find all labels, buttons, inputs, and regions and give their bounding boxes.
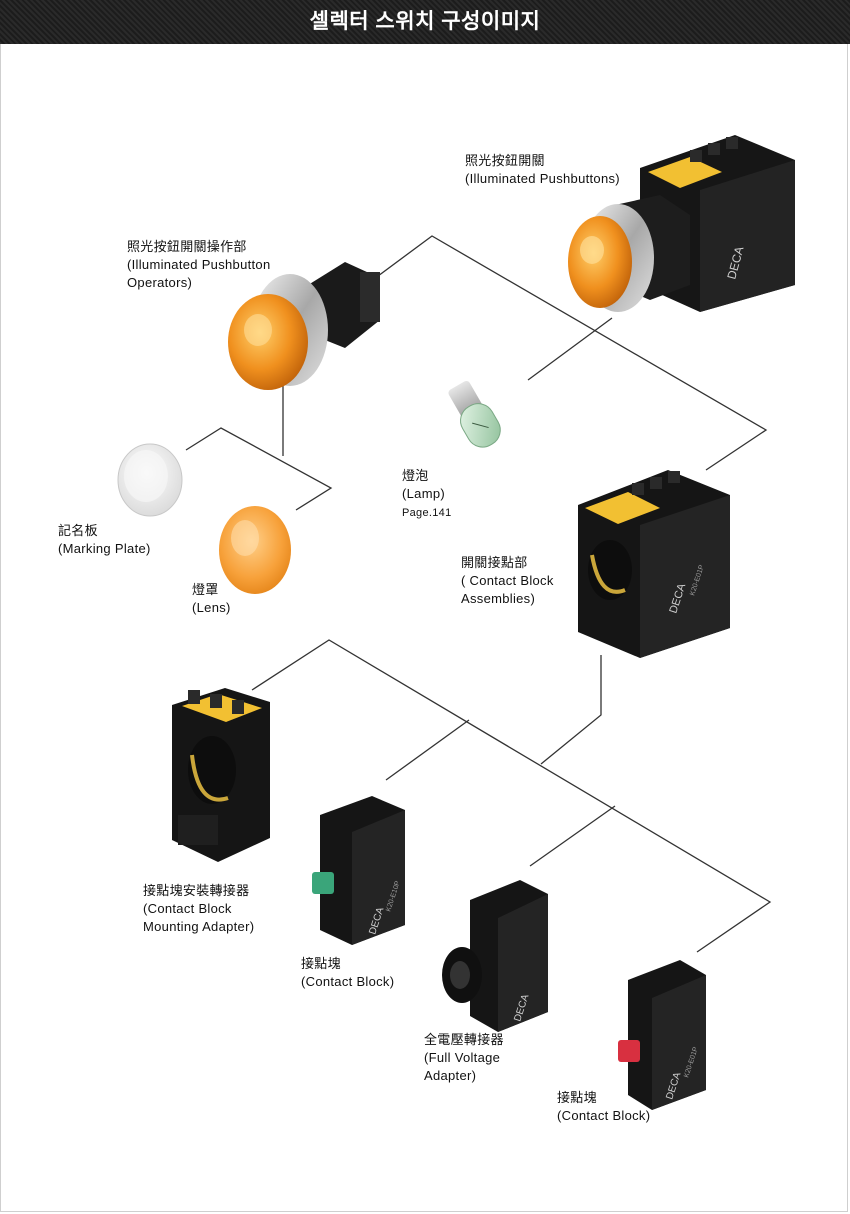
header-bar: 셀렉터 스위치 구성이미지: [0, 0, 850, 44]
label-en-line2: Assemblies): [461, 591, 536, 606]
label-marking-plate: 記名板 (Marking Plate): [58, 522, 151, 558]
contact-block-assembly-image: DECA K20-E01P: [578, 470, 730, 658]
label-zh: 燈罩: [192, 582, 219, 597]
illuminated-pushbutton-image: DECA: [568, 135, 795, 312]
lamp-image: [448, 380, 501, 448]
label-operators: 照光按鈕開關操作部 (Illuminated Pushbutton Operat…: [127, 238, 270, 292]
label-en-line2: Adapter): [424, 1068, 477, 1083]
label-full-voltage-adapter: 全電壓轉接器 (Full Voltage Adapter): [424, 1031, 504, 1085]
connector-pushbutton-to-operator: [377, 235, 768, 471]
connector-operator-to-parts: [185, 427, 333, 511]
label-en-line2: Operators): [127, 275, 193, 290]
pushbutton-operator-image: [228, 262, 380, 390]
connector-assembly-stem: [540, 655, 602, 765]
full-voltage-adapter-image: DECA: [442, 880, 548, 1032]
label-en-line2: Mounting Adapter): [143, 919, 255, 934]
label-zh: 接點塊: [557, 1090, 597, 1105]
page-reference-link[interactable]: Page.141: [402, 507, 452, 519]
label-zh: 照光按鈕開關操作部: [127, 239, 247, 254]
label-en: (Contact Block): [557, 1108, 651, 1123]
label-zh: 記名板: [58, 523, 98, 538]
connector-to-voltage-adapter: [529, 805, 616, 867]
label-zh: 燈泡: [402, 468, 429, 483]
contact-block-1-image: DECA K20-E10P: [312, 796, 405, 945]
connector-assembly-to-parts: [251, 639, 772, 953]
label-mounting-adapter: 接點塊安裝轉接器 (Contact Block Mounting Adapter…: [143, 882, 254, 936]
label-lamp: 燈泡 (Lamp) Page.141: [402, 467, 452, 520]
page-title: 셀렉터 스위치 구성이미지: [309, 10, 541, 33]
mounting-adapter-image: [172, 688, 270, 862]
label-en-line1: (Full Voltage: [424, 1050, 501, 1065]
label-en: (Contact Block): [301, 974, 395, 989]
label-contact-block-1: 接點塊 (Contact Block): [301, 955, 394, 991]
label-zh: 照光按鈕開關: [465, 153, 545, 168]
label-en-line1: ( Contact Block: [461, 573, 554, 588]
label-en: (Lens): [192, 600, 231, 615]
label-en-line1: (Contact Block: [143, 901, 232, 916]
label-lens: 燈罩 (Lens): [192, 581, 231, 617]
label-zh: 接點塊安裝轉接器: [143, 883, 250, 898]
label-en: (Illuminated Pushbuttons): [465, 171, 620, 186]
contact-block-2-image: DECA K20-E01P: [618, 960, 706, 1110]
label-zh: 接點塊: [301, 956, 341, 971]
label-illuminated-pushbuttons: 照光按鈕開關 (Illuminated Pushbuttons): [465, 152, 620, 188]
label-zh: 開關接點部: [461, 555, 528, 570]
connector-pushbutton-to-lamp: [527, 317, 613, 381]
lens-image: [219, 506, 291, 594]
label-en: (Marking Plate): [58, 541, 151, 556]
marking-plate-image: [117, 443, 183, 517]
label-contact-block-assemblies: 開關接點部 ( Contact Block Assemblies): [461, 554, 554, 608]
connector-lines: [185, 235, 772, 953]
label-contact-block-2: 接點塊 (Contact Block): [557, 1089, 650, 1125]
label-en: (Lamp): [402, 486, 445, 501]
connector-to-contact-block-1: [385, 719, 470, 781]
label-en-line1: (Illuminated Pushbutton: [127, 257, 271, 272]
label-zh: 全電壓轉接器: [424, 1032, 504, 1047]
